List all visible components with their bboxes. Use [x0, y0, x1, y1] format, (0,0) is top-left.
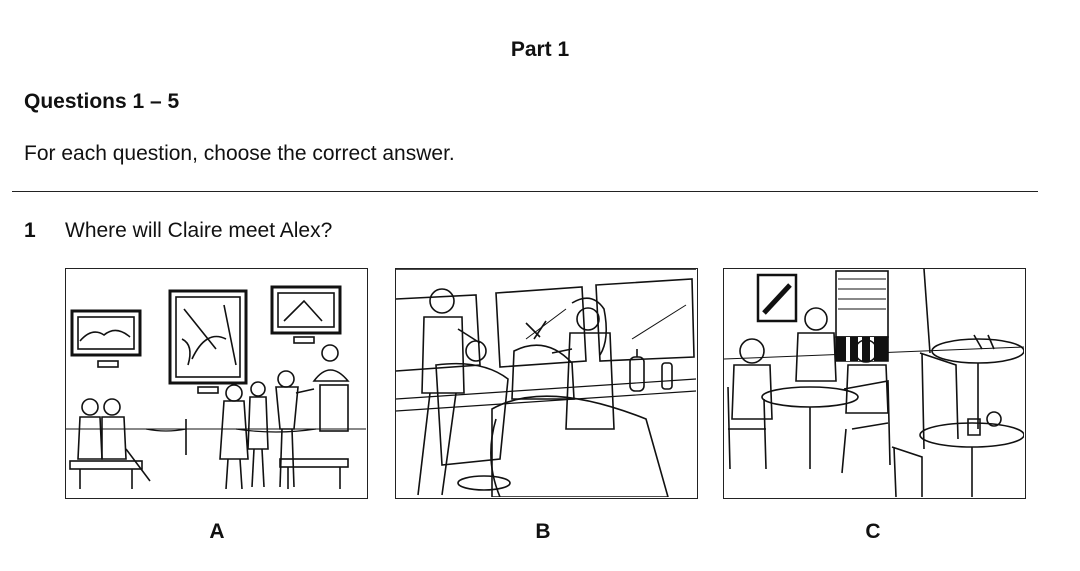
question-text: Where will Claire meet Alex? [65, 219, 333, 242]
option-a-art-gallery-picture[interactable] [65, 268, 368, 499]
questions-heading: Questions 1 – 5 [24, 90, 180, 113]
question-number: 1 [24, 219, 36, 242]
option-c-label: C [865, 520, 881, 543]
option-a-label: A [209, 520, 225, 543]
section-divider [12, 191, 1038, 192]
instructions-text: For each question, choose the correct an… [24, 142, 455, 165]
option-c-cafe-picture[interactable] [723, 268, 1026, 499]
option-b-label: B [535, 520, 551, 543]
option-b-hair-salon-picture[interactable] [395, 268, 698, 499]
part-title: Part 1 [510, 38, 570, 61]
